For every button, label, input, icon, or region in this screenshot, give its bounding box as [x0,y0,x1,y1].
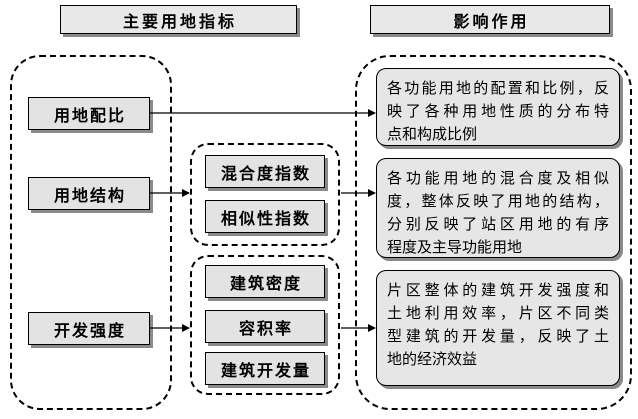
node-building-volume: 建筑开发量 [205,352,325,385]
intensity-metrics-group [190,255,340,395]
effect-line: 土地利用效率，片区不同类 [387,304,609,322]
effect-line: 地的经济效益 [387,350,478,368]
effect-line: 各功能用地的混合度及相似 [387,169,609,187]
header-effects: 影响作用 [370,5,610,34]
effect-box-land-structure: 各功能用地的混合度及相似 度，整体反映了用地的结构， 分别反映了站区用地的有序 … [376,158,620,258]
node-mixing-index: 混合度指数 [205,155,325,188]
node-development-intensity: 开发强度 [28,312,150,345]
effect-line: 型建筑的开发量，反映了土 [387,327,609,345]
node-building-density: 建筑密度 [205,265,325,298]
effect-line: 分别反映了站区用地的有序 [387,215,609,233]
node-similarity-index: 相似性指数 [205,200,325,233]
effect-box-development-intensity: 片区整体的建筑开发强度和 土地利用效率，片区不同类 型建筑的开发量，反映了土 地… [376,270,620,386]
structure-metrics-group [190,143,340,246]
effect-line: 度，整体反映了用地的结构， [387,192,609,210]
effect-line: 映了各种用地性质的分布特 [387,102,609,120]
node-floor-area-ratio: 容积率 [205,310,325,343]
effect-box-land-ratio: 各功能用地的配置和比例，反 映了各种用地性质的分布特 点和构成比例 [376,68,620,146]
effect-line: 各功能用地的配置和比例，反 [387,79,609,97]
header-main-indicators: 主要用地指标 [60,5,297,34]
effect-line: 片区整体的建筑开发强度和 [387,281,609,299]
effects-group [355,55,632,410]
node-land-ratio: 用地配比 [28,97,150,130]
node-land-structure: 用地结构 [28,177,150,210]
effect-line: 点和构成比例 [387,125,478,143]
indicators-group [10,55,172,410]
effect-line: 程度及主导功能用地 [387,238,523,256]
